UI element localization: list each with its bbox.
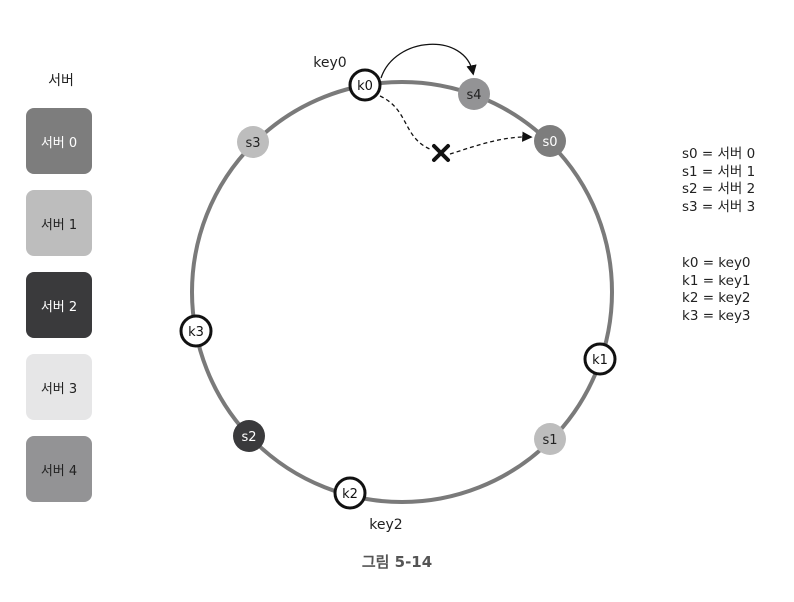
ring-node-s4: s4	[458, 78, 490, 110]
legend-line: k2 = key2	[682, 290, 751, 306]
server-mapping-legend: s0 = 서버 0 s1 = 서버 1 s2 = 서버 2 s3 = 서버 3	[682, 146, 755, 216]
node-label: s4	[466, 88, 481, 103]
legend-line: s1 = 서버 1	[682, 163, 756, 180]
node-label: k2	[342, 487, 358, 502]
ring-node-s2: s2	[233, 420, 265, 452]
node-label: k1	[592, 353, 608, 368]
removed-cross-icon	[432, 144, 450, 162]
node-label: s1	[542, 433, 557, 448]
ring-node-k0: k0	[348, 68, 382, 102]
key0-label: key0	[313, 55, 346, 71]
server-box-label: 서버 1	[40, 217, 78, 233]
node-label: s0	[542, 135, 557, 150]
legend-line: s0 = 서버 0	[682, 146, 756, 162]
ring-node-k2: k2	[333, 476, 367, 510]
ring-node-k3: k3	[179, 314, 213, 348]
legend-line: s3 = 서버 3	[682, 198, 756, 215]
node-label: k0	[357, 79, 373, 94]
ring-node-s3: s3	[237, 126, 269, 158]
ring-node-s0: s0	[534, 125, 566, 157]
arrow-k0-to-s4	[380, 43, 477, 79]
server-box-4: 서버 4	[26, 436, 92, 502]
legend-line: k3 = key3	[682, 307, 751, 324]
dashed-arrow-k0-to-s0	[379, 95, 530, 155]
legend-line: k1 = key1	[682, 272, 751, 289]
key2-label: key2	[369, 517, 402, 533]
server-box-label: 서버 4	[40, 463, 78, 479]
server-box-0: 서버 0	[26, 108, 92, 174]
server-box-1: 서버 1	[26, 190, 92, 256]
legend-line: k0 = key0	[682, 255, 751, 271]
node-label: s2	[241, 430, 256, 445]
ring-node-s1: s1	[534, 423, 566, 455]
legend-line: s2 = 서버 2	[682, 181, 756, 197]
figure-caption: 그림 5-14	[361, 553, 433, 571]
server-box-label: 서버 2	[40, 299, 78, 315]
node-label: s3	[245, 136, 260, 151]
hash-ring	[190, 80, 614, 504]
key-mapping-legend: k0 = key0 k1 = key1 k2 = key2 k3 = key3	[682, 255, 751, 325]
server-legend-title: 서버	[48, 73, 74, 89]
server-box-2: 서버 2	[26, 272, 92, 338]
server-box-3: 서버 3	[26, 354, 92, 420]
server-box-label: 서버 0	[40, 135, 78, 151]
server-box-label: 서버 3	[40, 381, 78, 397]
ring-node-k1: k1	[583, 342, 617, 376]
node-label: k3	[188, 325, 204, 340]
